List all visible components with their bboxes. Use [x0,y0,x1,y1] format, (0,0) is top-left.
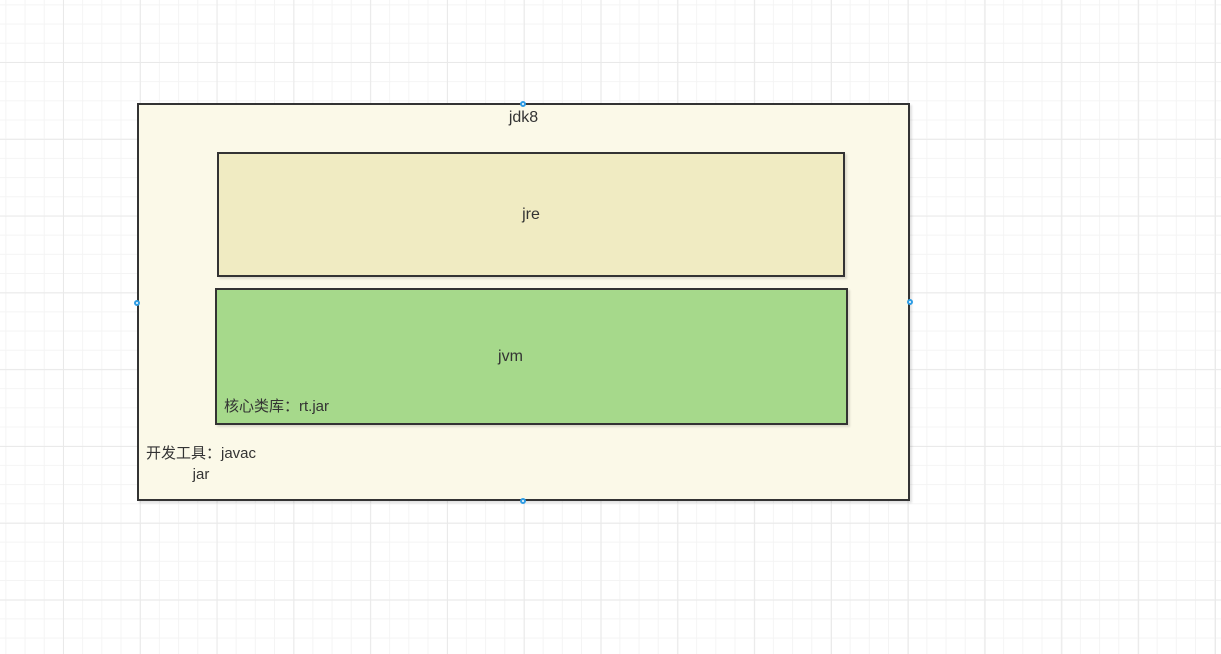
jdk8-label: jdk8 [508,109,539,126]
connection-handle-left-icon[interactable] [134,300,140,306]
connection-handle-top-icon[interactable] [520,101,526,107]
jre-label: jre [522,205,540,223]
connection-handle-bottom-icon[interactable] [520,498,526,504]
jvm-shape[interactable]: jvm 核心类库：rt.jar [215,288,848,425]
jvm-core-lib-text: 核心类库：rt.jar [224,398,330,415]
connection-handle-right-icon[interactable] [907,299,913,305]
jre-shape[interactable]: jre [217,152,845,277]
dev-tools-line2: jar [192,466,210,483]
jvm-label: jvm [498,347,523,365]
dev-tools-line1: 开发工具：javac [145,445,257,462]
dev-tools-text[interactable]: 开发工具：javac jar [140,443,262,485]
